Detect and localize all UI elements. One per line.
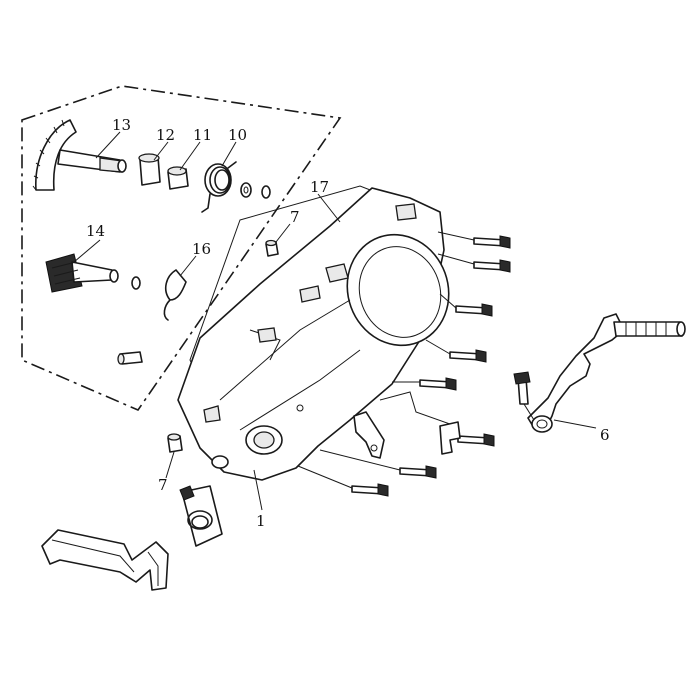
callout-17: 17 bbox=[310, 178, 329, 196]
part-hose-clamp bbox=[179, 485, 223, 547]
bolt bbox=[457, 433, 495, 447]
callout-6: 6 bbox=[600, 426, 610, 444]
callout-10: 10 bbox=[228, 126, 247, 144]
bolt bbox=[419, 377, 457, 391]
part-bracket bbox=[439, 421, 461, 455]
bolt bbox=[473, 259, 511, 273]
part-1-crankcase-cover bbox=[177, 187, 450, 481]
bolt bbox=[473, 235, 511, 249]
part-10-return-spring bbox=[201, 161, 237, 213]
subassembly-boundary bbox=[21, 85, 342, 411]
bolt bbox=[455, 303, 493, 317]
part-small-washer bbox=[131, 276, 141, 290]
callout-leader-lines bbox=[73, 131, 597, 511]
part-7-dowel-pin-lower bbox=[167, 433, 183, 453]
part-13-kick-gear-shaft bbox=[32, 119, 127, 191]
part-7-dowel-pin-upper bbox=[265, 239, 279, 257]
part-6-kick-lever bbox=[527, 313, 686, 433]
part-washer-clip bbox=[240, 182, 271, 199]
callout-7-lower: 7 bbox=[158, 476, 168, 494]
part-11-collar bbox=[167, 166, 189, 190]
bolt bbox=[351, 483, 389, 497]
part-lever-bolt bbox=[513, 371, 535, 421]
part-16-retaining-clip bbox=[163, 269, 187, 321]
callout-14: 14 bbox=[86, 222, 105, 240]
callout-12: 12 bbox=[156, 126, 175, 144]
cover-bolts bbox=[351, 235, 511, 497]
bolt bbox=[449, 349, 487, 363]
part-dowel-pin-left bbox=[117, 351, 143, 365]
callout-7-upper: 7 bbox=[290, 208, 300, 226]
part-kick-latch bbox=[353, 411, 385, 459]
callout-13: 13 bbox=[112, 116, 131, 134]
bolt bbox=[399, 465, 437, 479]
callout-11: 11 bbox=[193, 126, 212, 144]
part-14-driven-gear bbox=[45, 253, 119, 293]
part-air-duct-hose bbox=[41, 529, 169, 591]
part-12-bushing bbox=[138, 153, 161, 186]
callout-16: 16 bbox=[192, 240, 211, 258]
callout-1: 1 bbox=[256, 512, 266, 530]
